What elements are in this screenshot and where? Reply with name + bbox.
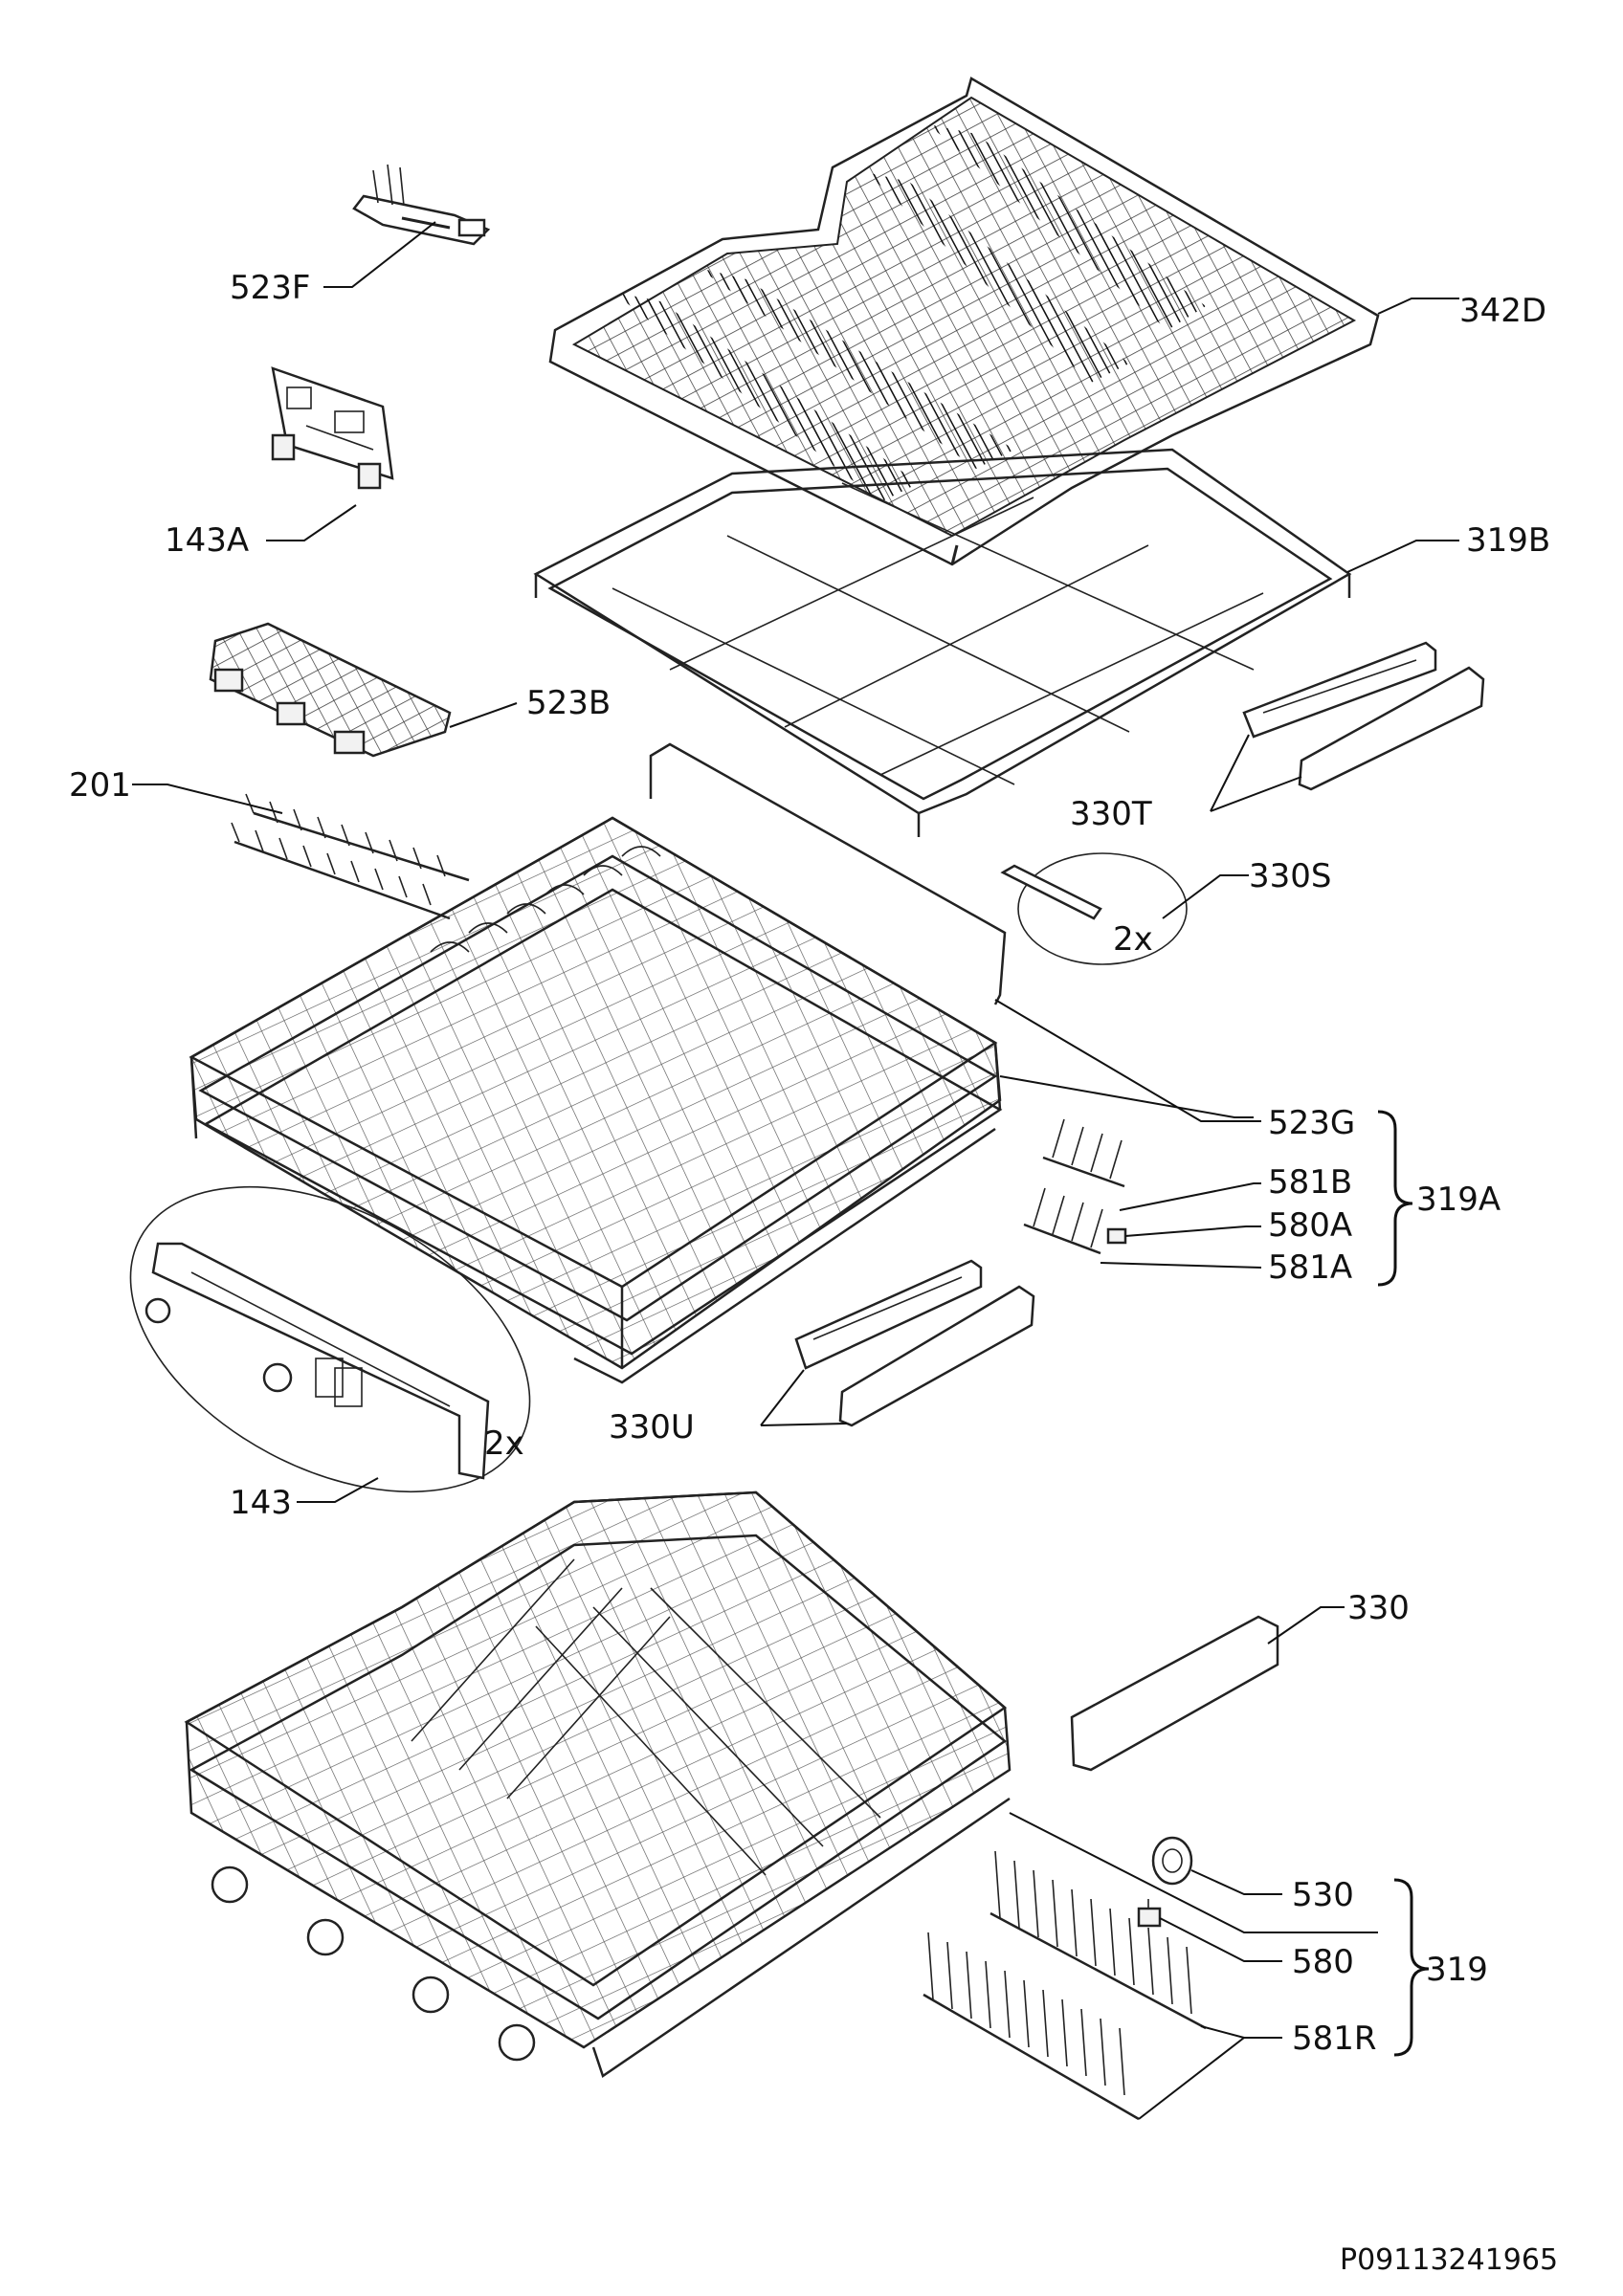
part-330-rail-cover (1070, 1615, 1279, 1772)
part-581B-tine-row (1042, 1118, 1125, 1188)
part-330T-rail-set (1242, 641, 1485, 791)
label-319B: 319B (1466, 521, 1550, 560)
part-530-wheel (1151, 1836, 1193, 1886)
label-319: 319 (1426, 1951, 1488, 1989)
label-581A: 581A (1268, 1248, 1352, 1287)
brace-319A (1377, 1110, 1413, 1287)
part-330S-roller-pin (1000, 852, 1188, 965)
brace-319 (1393, 1878, 1430, 2057)
part-342D-cutlery-tray (548, 77, 1380, 566)
part-580-clip (1137, 1899, 1162, 1928)
part-201-spike-comb (231, 793, 470, 920)
part-581R-tine-rows (923, 1850, 1207, 2121)
part-319-lower-basket (184, 1490, 1012, 2078)
part-581A-tine-row (1023, 1187, 1103, 1255)
label-523G: 523G (1268, 1104, 1355, 1142)
part-143A-bracket (271, 366, 394, 490)
part-143-height-adjuster (129, 1185, 531, 1493)
label-143A: 143A (165, 521, 249, 560)
label-523F: 523F (230, 269, 310, 307)
part-580A-clip (1106, 1227, 1127, 1245)
label-201: 201 (69, 766, 131, 805)
part-319A-upper-basket (189, 816, 1003, 1384)
label-581B: 581B (1268, 1163, 1352, 1202)
label-143-qty: 2x (484, 1424, 524, 1463)
label-530: 530 (1292, 1876, 1354, 1914)
label-330U: 330U (609, 1408, 695, 1446)
label-330T: 330T (1070, 795, 1152, 833)
label-319A: 319A (1416, 1181, 1501, 1219)
label-143: 143 (230, 1484, 292, 1522)
label-581R: 581R (1292, 2020, 1377, 2058)
part-523B-rack-insert (209, 622, 452, 758)
label-523B: 523B (526, 684, 611, 722)
part-523G-wire-handle (649, 742, 1007, 1005)
label-580: 580 (1292, 1943, 1354, 1981)
label-342D: 342D (1459, 292, 1546, 330)
drawing-code: P09113241965 (1340, 2243, 1558, 2277)
part-523F-clip (352, 164, 491, 246)
label-330S-qty: 2x (1113, 920, 1153, 959)
part-330U-rail-set (794, 1259, 1035, 1427)
part-319B-wire-frame (533, 448, 1352, 837)
label-580A: 580A (1268, 1206, 1352, 1245)
label-330S: 330S (1249, 857, 1331, 895)
leader-lines (132, 221, 1459, 2120)
label-330: 330 (1347, 1589, 1410, 1627)
